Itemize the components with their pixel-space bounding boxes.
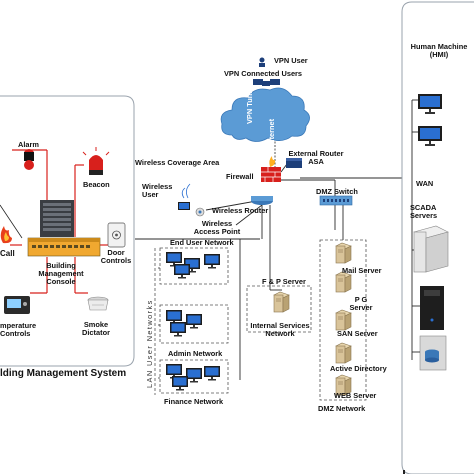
firewall-icon: [261, 156, 281, 182]
fire-icon: [0, 226, 12, 244]
access-point-icon: [195, 207, 205, 217]
san-server-label: SAN Server: [337, 329, 378, 338]
active-directory-label: Active Directory: [330, 364, 387, 373]
beacon-icon: [82, 147, 110, 175]
finance-network-label: Finance Network: [164, 397, 224, 406]
wireless-user-label: Wireless User: [142, 182, 173, 199]
scada-server-tower-icon: [413, 225, 449, 273]
finance-workstations-icon: [166, 364, 220, 391]
alarm-icon: [24, 149, 34, 170]
hmi-monitors-icon: [418, 94, 442, 146]
console-label: Building Management Console: [38, 261, 84, 286]
access-point-label: Wireless Access Point: [193, 219, 241, 236]
dmz-network-label: DMZ Network: [318, 404, 366, 413]
scada-server-black-icon: [420, 286, 444, 330]
active-directory-icon: [335, 342, 352, 364]
wan-label: WAN: [416, 179, 434, 188]
management-console-icon: [27, 237, 101, 257]
vpn-user-label: VPN User: [274, 56, 308, 65]
external-router-icon: [286, 158, 302, 168]
dmz-switch-label: DMZ Switch: [316, 187, 358, 196]
call-label: Call: [0, 249, 15, 258]
web-server-label: WEB Server: [334, 391, 377, 400]
fp-server-label: F & P Server: [262, 277, 306, 286]
mail-server-label: Mail Server: [342, 266, 382, 275]
pg-server-label: P G Server: [349, 295, 373, 312]
wireless-user-icon: [178, 183, 191, 210]
wireless-coverage-label: Wireless Coverage Area: [135, 158, 220, 167]
hmi-label: Human Machine (HMI): [410, 42, 468, 59]
end-user-network-label: End User Network: [170, 238, 234, 247]
door-controls-label: Door Controls: [100, 248, 132, 265]
temperature-controls-label: mperature Controls: [0, 321, 37, 338]
server-rack-icon: [40, 200, 74, 237]
vpn-connected-label: VPN Connected Users: [224, 69, 303, 78]
internal-services-label: Internal Services Network: [250, 321, 310, 338]
internet-cloud-icon: [220, 87, 310, 142]
beacon-label: Beacon: [83, 180, 110, 189]
san-server-icon: [335, 309, 352, 331]
scada-servers-label: SCADA Servers: [410, 203, 438, 220]
lan-user-networks-label: LAN User Networks: [145, 299, 154, 388]
dmz-switch-icon: [319, 195, 353, 206]
mail-server-icon: [335, 242, 352, 264]
end-user-workstations-icon: [166, 252, 220, 279]
pg-server-icon: [335, 271, 352, 293]
door-controls-icon: [107, 222, 126, 248]
admin-network-label: Admin Network: [168, 349, 223, 358]
smoke-detector-icon: [87, 296, 109, 311]
vpn-tunnel-label: VPN Tunnel: [245, 83, 254, 124]
bms-title: lding Management System: [0, 368, 127, 379]
scada-database-icon: [419, 335, 447, 371]
vpn-user-icon: [253, 57, 280, 86]
firewall-label: Firewall: [226, 172, 254, 181]
wireless-router-icon: [251, 196, 273, 205]
smoke-dictator-label: Smoke Dictator: [82, 320, 110, 337]
alarm-label: Alarm: [18, 140, 39, 149]
wireless-router-label: Wireless Router: [212, 206, 269, 215]
admin-workstations-icon: [166, 310, 202, 337]
thermostat-icon: [4, 296, 30, 314]
external-router-label: External Router ASA: [288, 149, 344, 166]
internet-label: Internet: [267, 118, 276, 146]
fp-server-icon: [273, 291, 290, 313]
